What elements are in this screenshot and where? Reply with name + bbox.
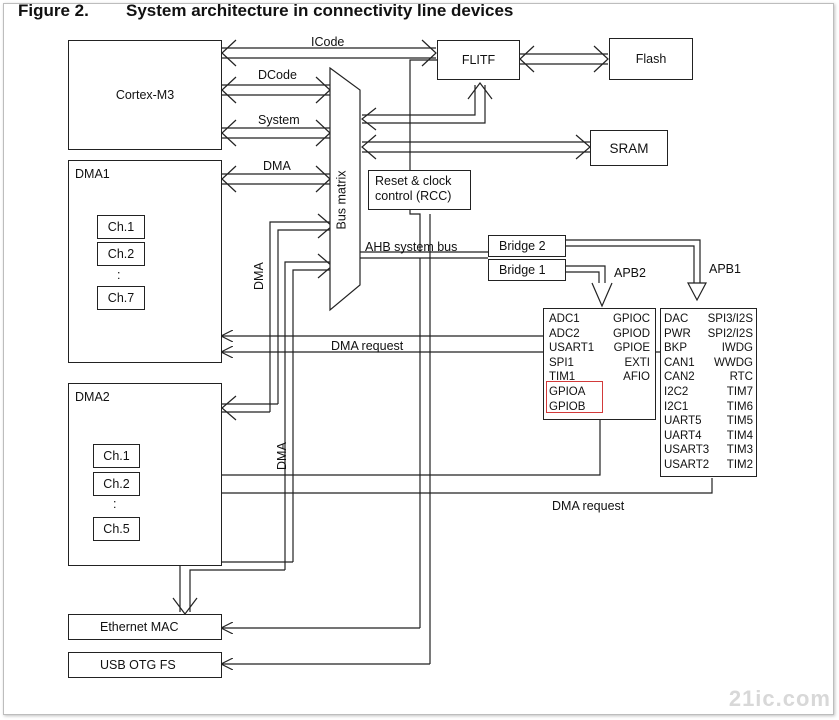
- dma-bus-label: DMA: [263, 159, 291, 173]
- bus-matrix-flitf: [361, 82, 493, 131]
- flitf-label: FLITF: [461, 53, 496, 67]
- apb2-item: GPIOA: [549, 385, 586, 398]
- apb1-item: CAN1: [664, 356, 695, 369]
- apb1-item: TIM2: [726, 458, 753, 471]
- apb1-item: UART5: [664, 415, 702, 428]
- dma1-channel-1: Ch.1: [97, 215, 145, 239]
- apb1-peripherals-block: [660, 308, 757, 477]
- dma2-block: DMA2: [68, 383, 222, 566]
- dma-vertical-label-2: DMA: [275, 442, 289, 470]
- bridge-2-label: Bridge 2: [499, 239, 546, 253]
- apb2-item: GPIOB: [549, 400, 586, 413]
- apb2-item: GPIOC: [612, 313, 650, 325]
- ahb-system-bus: [358, 59, 488, 259]
- dma1-channel-2: Ch.2: [97, 242, 145, 266]
- bridge-1-block: Bridge 1: [488, 259, 566, 281]
- apb1-item: DAC: [664, 313, 689, 325]
- apb1-item: UART4: [664, 429, 702, 442]
- apb1-item: TIM7: [726, 385, 753, 398]
- apb2-item: ADC1: [549, 313, 580, 325]
- usb-otg-fs-block: USB OTG FS: [68, 652, 222, 678]
- sram-label: SRAM: [609, 140, 649, 156]
- apb1-item: IWDG: [721, 342, 753, 355]
- peripheral-bus-links: [222, 258, 431, 664]
- apb1-item: WWDG: [714, 356, 753, 369]
- apb2-label: APB2: [614, 266, 646, 280]
- bridge-1-label: Bridge 1: [499, 263, 546, 277]
- apb2-item: EXTI: [624, 356, 650, 369]
- figure-caption: System architecture in connectivity line…: [126, 1, 514, 20]
- dma2-channel-1: Ch.1: [93, 444, 140, 468]
- ahb-system-bus-label: AHB system bus: [365, 240, 458, 254]
- apb1-left-list: DAC PWR BKP CAN1 CAN2 I2C2 I2C1 UART5 UA…: [664, 312, 709, 473]
- flitf-block: FLITF: [437, 40, 520, 80]
- apb2-left-list: ADC1 ADC2 USART1 SPI1 TIM1 GPIOA GPIOB: [549, 312, 594, 414]
- cortex-m3-block: Cortex-M3: [68, 40, 222, 150]
- apb2-item: SPI1: [549, 356, 574, 369]
- apb1-item: TIM4: [726, 429, 753, 442]
- dma1-label: DMA1: [75, 167, 110, 181]
- dma-vertical-label-1: DMA: [252, 262, 266, 290]
- apb1-item: RTC: [729, 371, 753, 384]
- apb1-item: I2C1: [664, 400, 689, 413]
- apb2-item: TIM1: [549, 371, 576, 384]
- apb1-item: CAN2: [664, 371, 695, 384]
- dma2-channel-dots: :: [113, 497, 117, 511]
- apb1-right-list: SPI3/I2S SPI2/I2S IWDG WWDG RTC TIM7 TIM…: [701, 312, 753, 473]
- dma-request-lines: [140, 336, 713, 493]
- icode-bus: [221, 39, 437, 67]
- gpio-highlight-box: [546, 381, 603, 413]
- apb1-item: USART2: [664, 458, 710, 471]
- dma1-channel-7: Ch.7: [97, 286, 145, 310]
- figure-frame: [3, 3, 834, 715]
- apb2-right-list: GPIOC GPIOD GPIOE EXTI AFIO: [604, 312, 650, 385]
- bus-matrix-shape: [329, 66, 361, 312]
- apb2-item: GPIOE: [613, 342, 650, 355]
- dma1-block: DMA1: [68, 160, 222, 363]
- apb2-peripherals-block: [543, 308, 656, 420]
- apb2-item: GPIOD: [612, 327, 650, 340]
- apb1-item: SPI2/I2S: [707, 327, 753, 340]
- sram-block: SRAM: [590, 130, 668, 166]
- apb1-item: PWR: [664, 327, 691, 340]
- dma2-channel-2: Ch.2: [93, 472, 140, 496]
- cortex-m3-label: Cortex-M3: [115, 88, 175, 102]
- apb1-item: BKP: [664, 342, 688, 355]
- flash-block: Flash: [609, 38, 693, 80]
- apb1-item: I2C2: [664, 385, 689, 398]
- apb1-item: TIM5: [726, 415, 753, 428]
- flitf-flash-bus: [519, 45, 609, 73]
- dcode-label: DCode: [258, 68, 297, 82]
- dma2-label: DMA2: [75, 390, 110, 404]
- apb2-item: AFIO: [623, 371, 650, 384]
- bus-matrix-sram: [361, 134, 591, 160]
- ethernet-mac-block: Ethernet MAC: [68, 614, 222, 640]
- apb1-label: APB1: [709, 262, 741, 276]
- apb1-item: USART3: [664, 444, 710, 457]
- system-label: System: [258, 113, 300, 127]
- apb1-item: TIM3: [726, 444, 753, 457]
- bus-matrix-label: Bus matrix: [335, 170, 350, 230]
- dma2-channel-5: Ch.5: [93, 517, 140, 541]
- bridge-2-block: Bridge 2: [488, 235, 566, 257]
- rcc-block: Reset & clock control (RCC): [368, 170, 471, 210]
- figure-title: Figure 2. System architecture in connecti…: [18, 1, 513, 21]
- apb-buses: [566, 239, 707, 308]
- dma-request-label-1: DMA request: [331, 339, 404, 353]
- ethernet-mac-label: Ethernet MAC: [100, 620, 179, 634]
- icode-label: ICode: [311, 35, 345, 49]
- figure-number: Figure 2.: [18, 1, 89, 20]
- flash-label: Flash: [635, 52, 667, 66]
- dcode-bus: [221, 76, 331, 104]
- apb1-item: SPI3/I2S: [707, 313, 753, 325]
- dma-request-label-2: DMA request: [552, 499, 625, 513]
- dma1-channel-dots: :: [117, 268, 121, 282]
- apb2-item: ADC2: [549, 327, 580, 340]
- rcc-label: Reset & clock control (RCC): [375, 174, 452, 203]
- apb2-item: USART1: [549, 342, 595, 355]
- watermark: 21ic.com: [728, 686, 831, 711]
- usb-otg-fs-label: USB OTG FS: [100, 658, 176, 672]
- apb1-item: TIM6: [726, 400, 753, 413]
